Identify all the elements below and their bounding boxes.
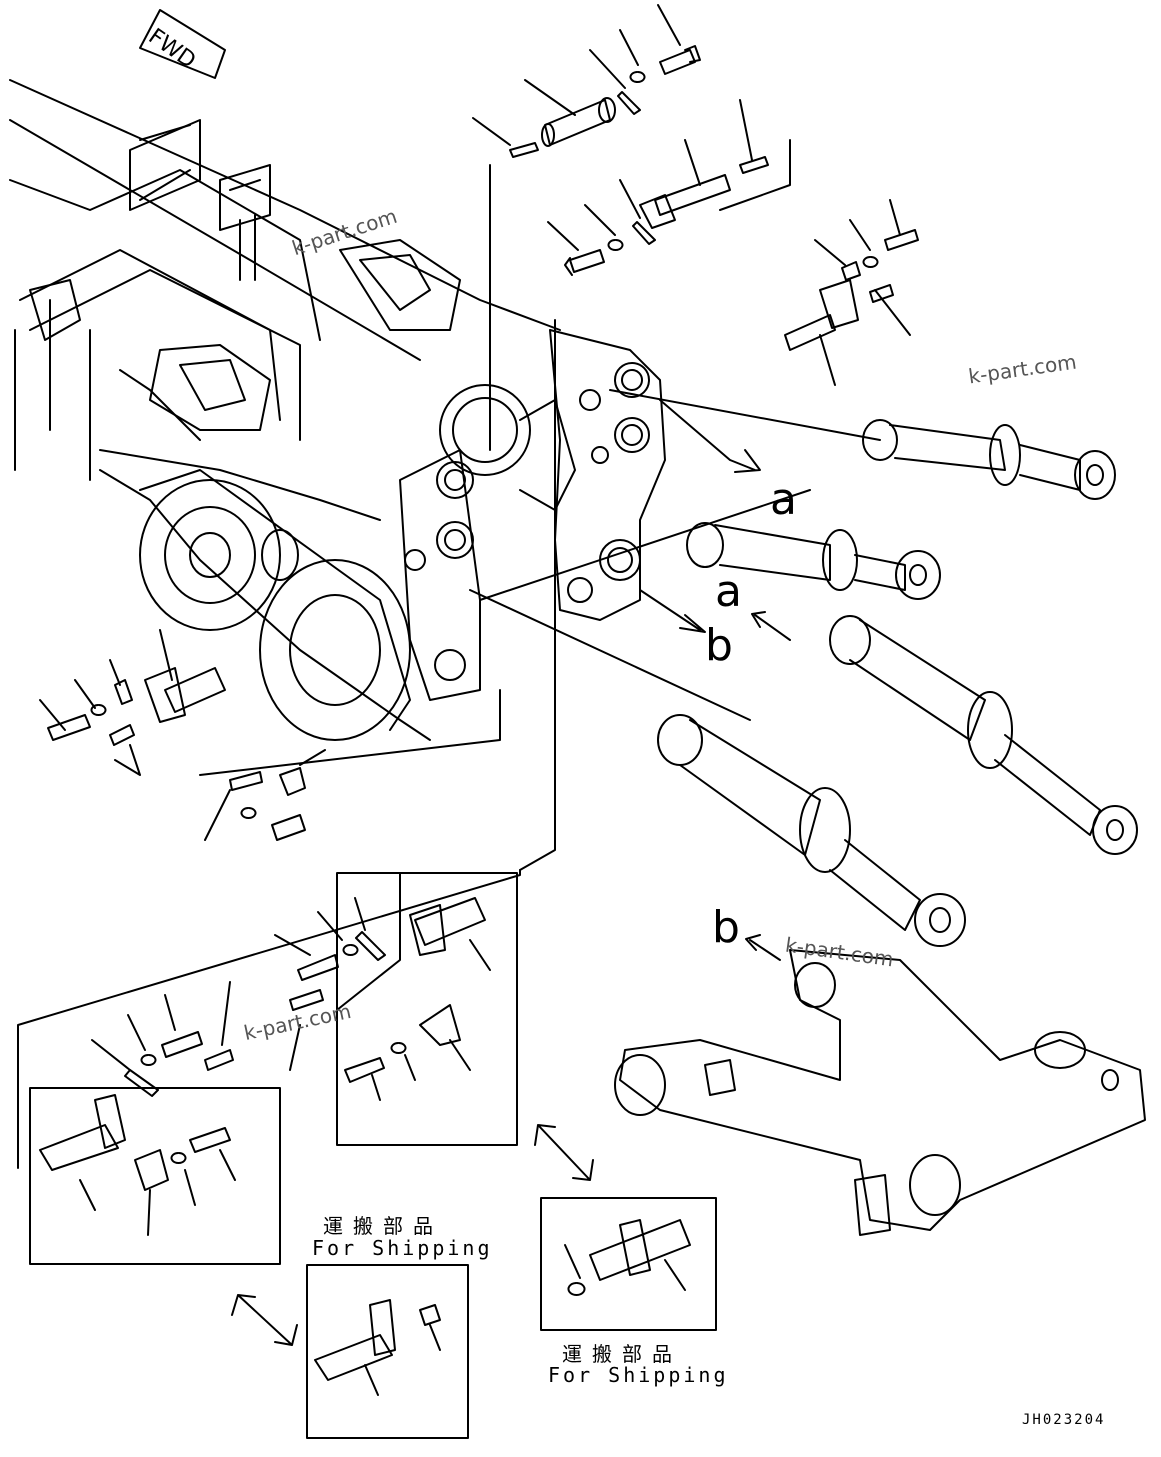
- grease-fitting-lower: [229, 771, 263, 791]
- frame-bearing-plate-left: [139, 479, 281, 631]
- bolt-lower: [271, 814, 306, 841]
- grease-fitting-left-outer: [204, 1049, 234, 1071]
- pin-top-2: [639, 174, 731, 229]
- fwd-arrow: [139, 9, 226, 79]
- grease-fitting-mid-left: [289, 989, 324, 1011]
- drawing-code: JH023204: [1022, 1412, 1106, 1428]
- washer-mid-left: [342, 944, 359, 956]
- elbow-fitting: [279, 767, 306, 796]
- washer-lower: [240, 807, 257, 819]
- shipping-label-en-left: For Shipping: [312, 1236, 493, 1260]
- frame-pivot-plates: [399, 329, 666, 701]
- washer-top: [629, 71, 646, 83]
- pin-top-1: [541, 97, 616, 147]
- bolt-mid-left: [297, 954, 339, 981]
- lock-plate-left: [114, 679, 133, 705]
- bolt-inset-left: [189, 1127, 231, 1153]
- inset-frame-left: [29, 1087, 281, 1265]
- lift-cylinder-left: [829, 615, 1138, 855]
- bolt-left-outer: [161, 1031, 203, 1058]
- shipping-box-left: [306, 1264, 469, 1439]
- bucket-cylinder-center: [686, 522, 941, 600]
- callout-b-center: b: [705, 620, 733, 671]
- lock-plate-mid-left: [355, 931, 386, 961]
- bucket-cylinder-lower: [657, 714, 966, 947]
- grease-fitting-top-right: [739, 156, 769, 174]
- washer-mid: [607, 239, 624, 251]
- lock-plate-mid: [632, 221, 656, 245]
- lift-cylinder-right: [862, 419, 1116, 500]
- pin-inset-left: [39, 1094, 126, 1171]
- shipping-box-right: [540, 1197, 717, 1331]
- lock-plate-right-upper: [841, 261, 861, 281]
- washer-right-upper: [862, 256, 879, 268]
- retainer-inset-middle: [419, 1004, 461, 1046]
- bolt-mid: [564, 249, 605, 276]
- lock-plate-top: [617, 91, 641, 115]
- retainer-inset-left: [134, 1149, 169, 1191]
- pin-left: [144, 667, 226, 723]
- grease-fitting-left: [109, 724, 135, 746]
- inset-frame-middle: [336, 872, 518, 1146]
- shipping-label-en-right: For Shipping: [548, 1363, 729, 1387]
- lift-arm: [614, 949, 1146, 1236]
- pin-right-upper: [784, 279, 859, 351]
- washer-inset-middle: [390, 1042, 407, 1054]
- frame-bearing-plate-right: [259, 559, 411, 741]
- callout-b-lower: b: [712, 902, 740, 953]
- grease-fitting-top: [509, 142, 539, 158]
- plug-shipping-left: [419, 1304, 441, 1326]
- double-arrow-right: [534, 1124, 594, 1181]
- grease-fitting-right-upper: [869, 284, 894, 303]
- shipping-label-jp-left: 運搬部品: [323, 1214, 443, 1238]
- bolt-inset-middle: [344, 1057, 385, 1083]
- lock-plate-left-outer: [124, 1069, 159, 1097]
- plug-shipping-right: [567, 1282, 586, 1296]
- washer-left-outer: [140, 1054, 157, 1066]
- pin-shipping-left: [314, 1299, 396, 1381]
- washer-inset-left: [170, 1152, 187, 1164]
- callout-a-upper: a: [770, 474, 797, 525]
- bolt-right-upper: [884, 229, 919, 251]
- pin-inset-middle: [409, 897, 486, 956]
- pin-shipping-right: [589, 1219, 691, 1281]
- bolt-top: [659, 45, 701, 75]
- front-frame: [9, 79, 561, 741]
- shipping-label-jp-right: 運搬部品: [562, 1342, 682, 1366]
- bolt-left: [47, 714, 91, 741]
- double-arrow-left: [231, 1294, 298, 1346]
- callout-a-lower: a: [715, 566, 742, 617]
